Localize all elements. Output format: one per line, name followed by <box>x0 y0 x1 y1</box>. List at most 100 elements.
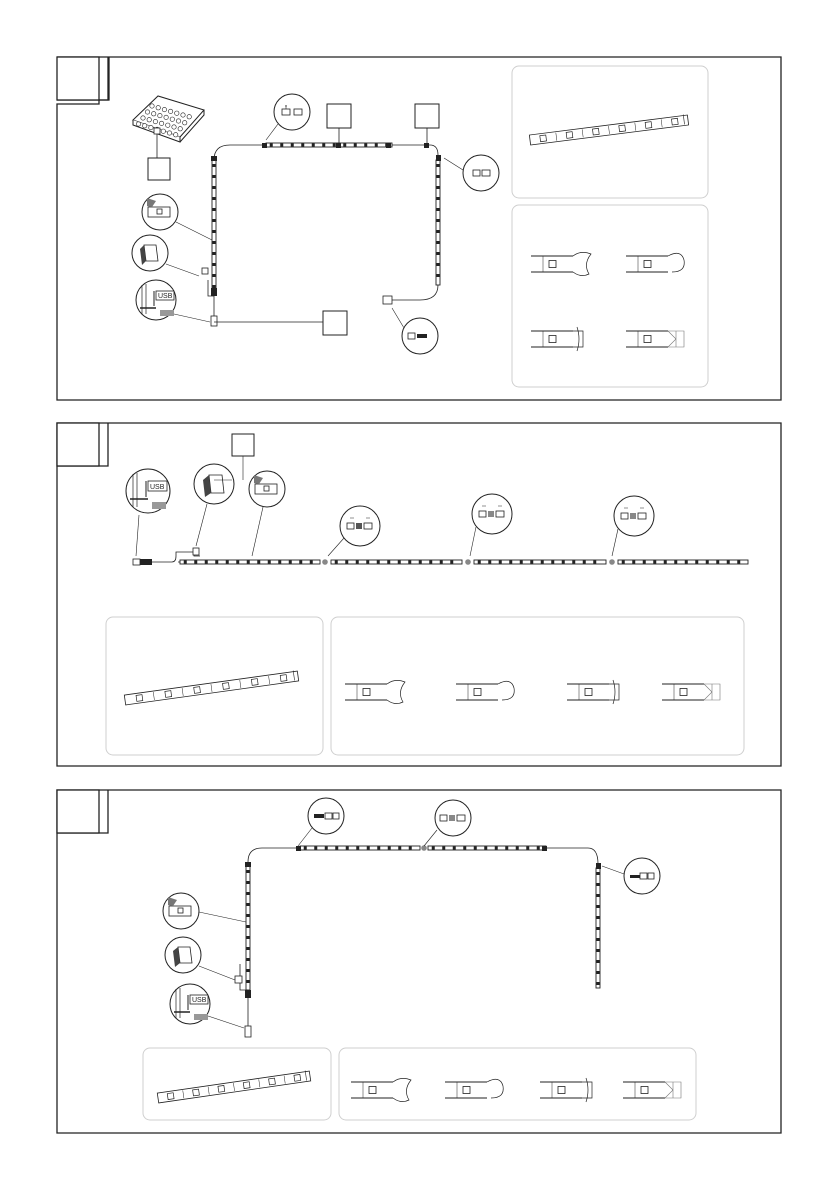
led-chip <box>247 892 250 895</box>
led-chip <box>653 561 656 564</box>
battery-cell <box>187 115 191 119</box>
led-chip <box>727 561 730 564</box>
led-chip <box>516 847 519 850</box>
adhesive-tape-icon <box>249 471 285 507</box>
connector-zoom-icon <box>496 511 504 517</box>
battery-cell <box>176 119 180 123</box>
led-chip <box>301 144 304 147</box>
led-chip <box>664 561 667 564</box>
led-chip <box>526 847 529 850</box>
led-chip <box>215 561 218 564</box>
led-chip <box>644 336 651 343</box>
led-chip <box>367 847 370 850</box>
led-chip <box>398 847 401 850</box>
led-strip <box>212 160 216 292</box>
led-chip <box>213 263 216 266</box>
led-chip <box>685 561 688 564</box>
led-chip <box>375 144 378 147</box>
battery-cell <box>159 121 163 125</box>
led-chip <box>409 847 412 850</box>
led-chip <box>716 561 719 564</box>
led-chip <box>437 274 440 277</box>
usb-label: USB <box>150 484 165 491</box>
led-chip <box>213 175 216 178</box>
led-chip <box>597 960 600 963</box>
connector <box>542 846 547 851</box>
usb-port-icon: USB <box>170 984 210 1024</box>
led-chip <box>597 927 600 930</box>
connector-zoom-icon <box>621 513 628 519</box>
led-chip <box>294 1074 301 1081</box>
led-chip <box>269 1078 276 1085</box>
led-chip <box>280 675 287 682</box>
led-chip <box>314 847 317 850</box>
led-chip <box>356 561 359 564</box>
panel-3: USB <box>57 790 781 1133</box>
connector-zoom-icon <box>435 800 471 836</box>
led-chip <box>484 847 487 850</box>
led-chip <box>356 847 359 850</box>
led-chip <box>247 881 250 884</box>
led-chip <box>437 197 440 200</box>
usb-plug <box>133 559 140 565</box>
callout-box <box>323 311 347 335</box>
led-chip <box>597 982 600 985</box>
battery-box-icon <box>133 96 204 158</box>
led-chip <box>463 847 466 850</box>
battery-cell <box>150 104 154 108</box>
led-chip <box>706 561 709 564</box>
led-chip <box>226 561 229 564</box>
led-chip <box>247 914 250 917</box>
inset-fold-panel <box>339 1048 696 1120</box>
connector <box>609 559 615 565</box>
led-chip <box>213 252 216 255</box>
led-chip <box>597 916 600 919</box>
battery-cell <box>172 125 176 129</box>
connector-zoom-icon <box>347 523 354 529</box>
led-chip <box>622 561 625 564</box>
led-chip <box>592 128 599 135</box>
led-strip-layout-1 <box>202 143 441 326</box>
led-chip <box>437 263 440 266</box>
panel-2: USB <box>57 423 781 766</box>
led-chip <box>549 336 556 343</box>
connector <box>140 559 152 565</box>
connector-zoom-icon <box>630 513 636 519</box>
battery-cell <box>141 116 145 120</box>
led-chip <box>345 561 348 564</box>
led-chip <box>619 125 626 132</box>
led-chip <box>223 683 230 690</box>
led-chip <box>377 847 380 850</box>
led-chip <box>289 561 292 564</box>
led-chip <box>213 186 216 189</box>
usb-port-icon: USB <box>126 469 170 513</box>
battery-cell <box>152 112 156 116</box>
led-chip <box>509 561 512 564</box>
led-chip <box>597 971 600 974</box>
led-chip <box>213 230 216 233</box>
connector-zoom-icon <box>364 523 372 529</box>
usb-plug <box>211 316 217 326</box>
led-chip <box>644 261 651 268</box>
led-chip <box>478 561 481 564</box>
led-chip <box>387 561 390 564</box>
led-chip <box>165 691 172 698</box>
led-chip <box>213 241 216 244</box>
led-chip <box>597 883 600 886</box>
usb-port-icon: USB <box>136 280 176 320</box>
led-strip-layout-2 <box>133 548 748 565</box>
led-chip <box>257 561 260 564</box>
usb-label: USB <box>158 293 173 300</box>
led-chip <box>247 936 250 939</box>
switch-module <box>193 548 199 555</box>
connector <box>296 846 301 851</box>
led-chip <box>251 679 258 686</box>
connector-zoom-icon <box>274 94 310 130</box>
led-chip <box>520 561 523 564</box>
connector <box>386 143 391 148</box>
battery-cell <box>156 106 160 110</box>
led-chip <box>450 561 453 564</box>
led-chip <box>247 980 250 983</box>
led-chip <box>247 925 250 928</box>
led-chip <box>184 561 187 564</box>
